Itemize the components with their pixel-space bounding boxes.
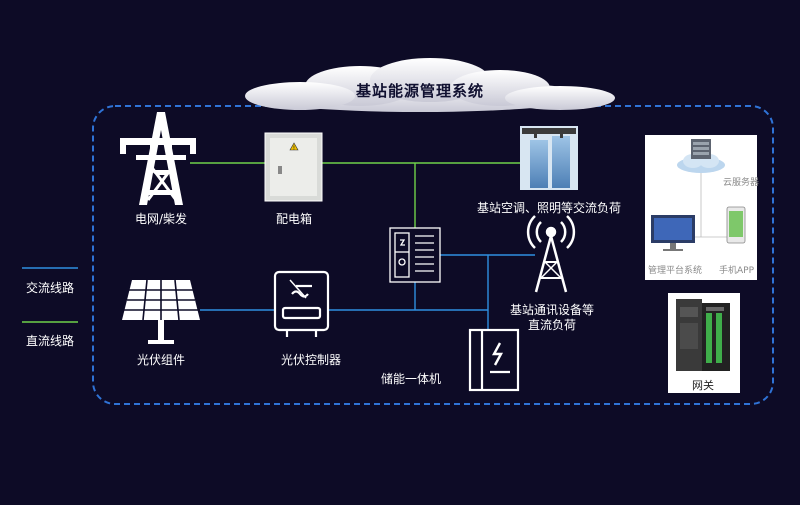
phone-icon	[726, 206, 746, 244]
gateway-device-icon	[676, 299, 730, 371]
solar-controller-label: 光伏控制器	[280, 353, 342, 367]
legend-dc-label: 直流线路	[26, 334, 75, 348]
svg-text:!: !	[293, 145, 295, 152]
dc-load-label-line2: 直流负荷	[527, 318, 577, 332]
dc-lines	[200, 254, 535, 330]
diagram-title: 基站能源管理系统	[355, 82, 484, 100]
mobile-app-label: 手机APP	[719, 266, 755, 276]
ac-load-label: 基站空调、照明等交流负荷	[476, 201, 622, 215]
signal-tower-icon	[526, 215, 576, 293]
management-platform-label: 管理平台系统	[648, 266, 703, 276]
gateway-panel: 网关	[668, 293, 740, 393]
cloud-title-background	[245, 58, 615, 112]
grid-label: 电网/柴发	[134, 212, 188, 226]
storage-label: 储能一体机	[380, 372, 442, 386]
platform-panel: 云服务器 管理平台系统 手机APP	[645, 135, 760, 280]
cloud-server-label: 云服务器	[723, 178, 760, 188]
distribution-box-icon: !	[264, 132, 323, 202]
ac-load-photo	[520, 126, 578, 190]
solar-panel-icon	[122, 279, 200, 344]
distribution-box-label: 配电箱	[275, 212, 313, 226]
ac-lines	[190, 162, 520, 228]
solar-panel-label: 光伏组件	[136, 353, 186, 367]
transmission-tower-icon	[120, 112, 196, 205]
legend-ac-label: 交流线路	[26, 281, 75, 295]
solar-controller-icon	[273, 270, 330, 337]
platform-graphics	[651, 139, 746, 251]
gateway-label: 网关	[692, 379, 714, 392]
monitor-icon	[651, 215, 695, 251]
dc-load-label-line1: 基站通讯设备等	[509, 303, 595, 317]
cloud-server-icon	[677, 139, 725, 173]
controller-cabinet-icon	[389, 227, 441, 283]
storage-battery-icon	[468, 328, 520, 392]
